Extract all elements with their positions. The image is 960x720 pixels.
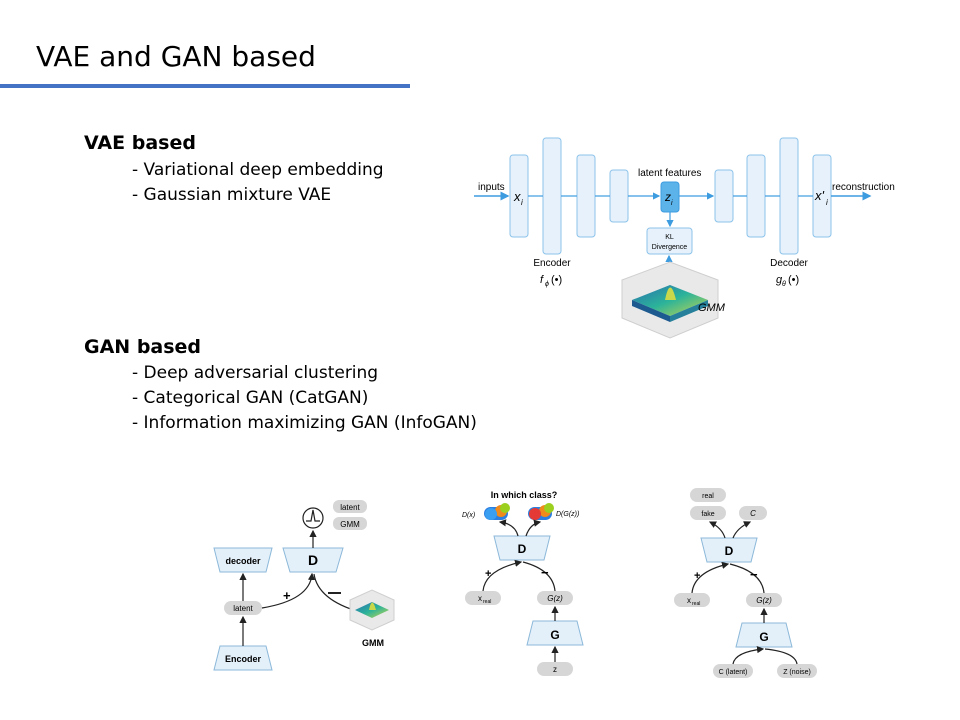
- plus-sign: +: [485, 568, 491, 580]
- decoder-layer-2: [746, 154, 766, 238]
- g-label: G: [759, 630, 768, 644]
- dx-label: D(x): [462, 512, 475, 519]
- x-real-node: [465, 591, 501, 605]
- infogan-diagram: real fake C D x real G(z) + − G C (laten…: [674, 488, 817, 678]
- gmm-surface-small: [349, 589, 395, 631]
- dac-diagram: latent GMM D decoder latent Encoder + GM…: [213, 500, 395, 671]
- svg-text:real: real: [702, 493, 714, 500]
- real-tag: [690, 488, 726, 502]
- latent-tag: [333, 500, 367, 513]
- gmm-caption: GMM: [362, 638, 384, 648]
- decoder-layer-1: [714, 169, 734, 223]
- gan-item: - Information maximizing GAN (InfoGAN): [132, 413, 477, 433]
- svg-text:x: x: [687, 596, 691, 605]
- svg-text:fake: fake: [701, 511, 714, 518]
- gan-item: - Deep adversarial clustering: [132, 363, 379, 383]
- discriminator-block: [700, 537, 758, 563]
- vae-diagram: inputs x i latent features z i x' i reco…: [474, 137, 895, 339]
- gan-item: - Categorical GAN (CatGAN): [132, 388, 369, 408]
- d-label: D: [725, 544, 734, 558]
- gmm-label: GMM: [698, 302, 726, 314]
- encoder-label: Encoder: [533, 258, 571, 269]
- discriminator-block: [282, 547, 344, 573]
- class-probs-fake-icon: [528, 503, 554, 520]
- fake-tag: [690, 506, 726, 520]
- x-input-subscript: i: [521, 198, 523, 207]
- vae-item: - Gaussian mixture VAE: [132, 185, 332, 205]
- gan-list: - Deep adversarial clustering - Categori…: [132, 361, 477, 436]
- gz-node: [537, 591, 573, 605]
- svg-text:C (latent): C (latent): [719, 669, 748, 676]
- c-latent-node: [713, 664, 753, 678]
- d-label: D: [518, 542, 527, 556]
- class-probs-real-icon: [484, 503, 510, 520]
- inputs-label: inputs: [478, 182, 505, 193]
- dgz-label: D(G(z)): [556, 511, 579, 518]
- vae-list: - Variational deep embedding - Gaussian …: [132, 158, 384, 208]
- decoder-fn-arg: (•): [788, 274, 799, 286]
- gmm-surface-plot: [621, 261, 719, 339]
- plus-sign: +: [283, 588, 291, 603]
- decoder-fn: g: [776, 274, 783, 286]
- vae-heading: VAE based: [84, 132, 196, 154]
- discriminator-block: [493, 535, 551, 561]
- encoder-block: [213, 645, 273, 671]
- svg-text:C: C: [750, 509, 756, 518]
- catgan-diagram: In which class? D(x) D(G(z)) D x real G(…: [462, 490, 584, 676]
- gz-node: [746, 593, 782, 607]
- encoder-fn-arg: (•): [551, 274, 562, 286]
- x-real-node: [674, 593, 710, 607]
- decoder-fn-subscript: θ: [782, 281, 786, 288]
- svg-text:latent: latent: [233, 604, 253, 613]
- c-tag: [739, 506, 767, 520]
- gan-heading: GAN based: [84, 336, 202, 358]
- question-label: In which class?: [491, 490, 558, 500]
- z-symbol: z: [664, 190, 671, 204]
- svg-text:G(z): G(z): [547, 594, 563, 603]
- encoder-fn: f: [540, 274, 544, 286]
- svg-text:real: real: [483, 599, 491, 605]
- divergence-label: Divergence: [652, 244, 688, 251]
- z-node: [537, 662, 573, 676]
- x-output-subscript: i: [826, 198, 828, 207]
- decoder-block: [213, 547, 273, 573]
- svg-text:G(z): G(z): [756, 596, 772, 605]
- z-subscript: i: [671, 200, 673, 207]
- encoder-layer-2: [542, 137, 562, 255]
- generator-block: [526, 620, 584, 646]
- latent-features-label: latent features: [638, 168, 701, 179]
- vae-item: - Variational deep embedding: [132, 160, 384, 180]
- title-underline: [0, 84, 410, 88]
- decoder-layer-3: [779, 137, 799, 255]
- x-output-symbol: x': [814, 188, 825, 203]
- reconstruction-label: reconstruction: [832, 182, 895, 193]
- z-noise-node: [777, 664, 817, 678]
- x-input-symbol: x: [513, 189, 521, 204]
- minus-sign: −: [750, 567, 758, 582]
- svg-text:x: x: [478, 594, 482, 603]
- decoder-label: Decoder: [770, 258, 808, 269]
- encoder-layer-3: [576, 154, 596, 238]
- svg-text:latent: latent: [340, 503, 360, 512]
- decoder-label: decoder: [225, 556, 261, 566]
- gmm-tag: [333, 517, 367, 530]
- minus-sign: −: [541, 565, 549, 580]
- g-label: G: [550, 628, 559, 642]
- real-fake-decision-icon: [302, 507, 324, 529]
- kl-label: KL: [665, 234, 674, 241]
- kl-divergence-box: [646, 227, 693, 255]
- svg-text:real: real: [692, 601, 700, 607]
- svg-text:GMM: GMM: [340, 520, 360, 529]
- latent-node: [224, 601, 262, 615]
- encoder-layer-4: [609, 169, 629, 223]
- svg-text:z: z: [553, 665, 557, 674]
- plus-sign: +: [694, 570, 700, 582]
- encoder-fn-subscript: ϕ: [545, 281, 549, 288]
- slide-title: VAE and GAN based: [36, 40, 316, 73]
- generator-block: [735, 622, 793, 648]
- encoder-label: Encoder: [225, 654, 262, 664]
- svg-text:Z (noise): Z (noise): [783, 669, 811, 676]
- d-label: D: [308, 552, 318, 568]
